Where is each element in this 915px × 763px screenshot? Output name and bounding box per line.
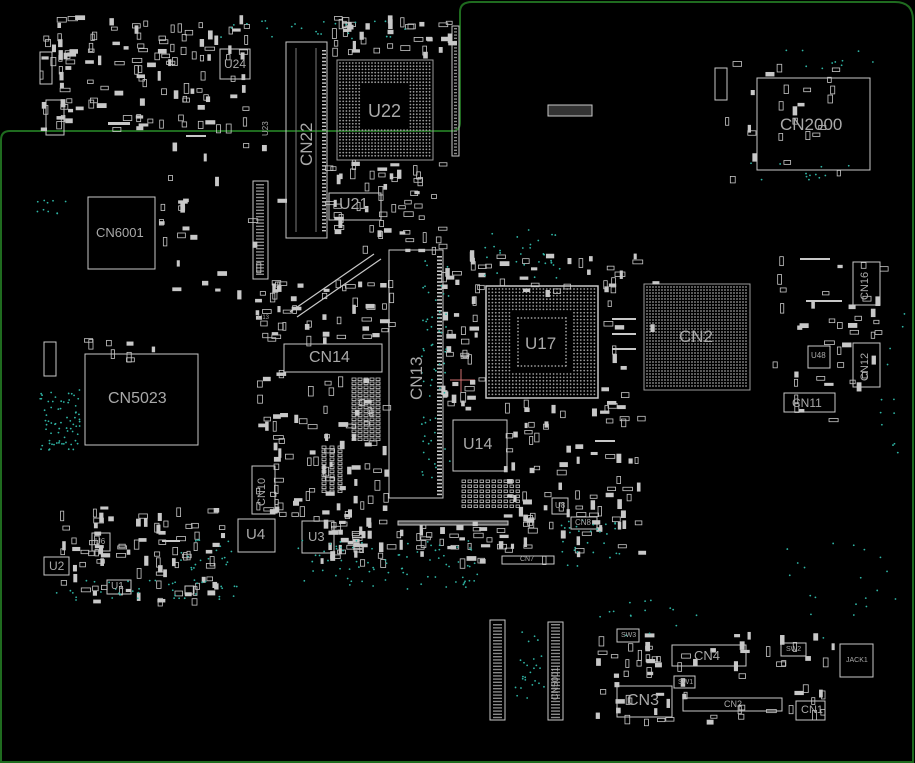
connector-cn4-outline bbox=[671, 644, 747, 667]
connector-cn5023-outline bbox=[84, 353, 199, 446]
label-u2: U2 bbox=[49, 559, 65, 573]
label-sw2: SW2 bbox=[786, 646, 802, 653]
label-u1: U1 bbox=[111, 581, 124, 592]
label-cn2000: CN2000 bbox=[780, 115, 843, 134]
switch-sw1-outline bbox=[673, 675, 696, 689]
label-u4: U4 bbox=[246, 526, 266, 543]
label-cn22: CN22 bbox=[297, 122, 316, 166]
chip-cn2-bga bbox=[643, 283, 751, 391]
label-cn2-bottom: CN2 bbox=[724, 699, 743, 709]
label-u3: U3 bbox=[308, 529, 325, 544]
label-sw1: SW1 bbox=[678, 679, 694, 686]
label-cn5001: CN5001 bbox=[550, 666, 560, 700]
label-cn14: CN14 bbox=[309, 349, 350, 366]
label-cn3: CN3 bbox=[627, 692, 660, 709]
label-u48: U48 bbox=[811, 351, 826, 360]
label-u23: U23 bbox=[261, 121, 270, 136]
connector-cn10-outline bbox=[251, 465, 276, 515]
label-cn2-right: CN2 bbox=[679, 327, 714, 346]
label-u8: U8 bbox=[555, 501, 566, 510]
chip-u21-outline bbox=[328, 192, 382, 221]
connector-cn7-outline bbox=[501, 555, 555, 565]
connector-left-small bbox=[43, 341, 57, 377]
label-cn8: CN8 bbox=[575, 518, 592, 527]
connector-top-right-small bbox=[714, 67, 728, 101]
connector-cn5001-outline bbox=[547, 621, 564, 721]
connector-left-top2 bbox=[45, 99, 65, 136]
chip-u8-outline bbox=[551, 497, 569, 515]
connector-cn6001-outline bbox=[87, 196, 156, 270]
label-sw3: SW3 bbox=[621, 632, 637, 639]
label-u13: U13 bbox=[258, 315, 270, 321]
label-cn7: CN7 bbox=[520, 556, 535, 563]
label-cn5023: CN5023 bbox=[108, 390, 167, 407]
label-u17: U17 bbox=[525, 334, 557, 353]
label-u14: U14 bbox=[463, 436, 493, 453]
label-cn1: CN1 bbox=[801, 704, 824, 716]
chip-u17-bga bbox=[485, 285, 599, 399]
connector-top-mid bbox=[547, 104, 593, 117]
chip-u14-outline bbox=[452, 419, 508, 472]
jack-outline bbox=[839, 643, 874, 678]
connector-cn11-outline bbox=[783, 392, 836, 413]
chip-u2-outline bbox=[43, 556, 70, 576]
label-cn16: CN16 bbox=[859, 271, 871, 300]
label-u6: U6 bbox=[95, 537, 106, 546]
chip-u4-outline bbox=[237, 518, 276, 553]
connector-cn13-outline bbox=[388, 249, 444, 499]
connector-cn19-outline bbox=[252, 180, 269, 280]
connector-cn12-outline bbox=[852, 342, 881, 388]
label-u21: U21 bbox=[339, 196, 369, 213]
connector-right-strip bbox=[451, 25, 460, 157]
label-cn10: CN10 bbox=[256, 477, 268, 506]
label-jack: JACK1 bbox=[846, 657, 868, 664]
label-cn6001: CN6001 bbox=[96, 225, 144, 240]
connector-bottom-left-outline bbox=[489, 619, 506, 721]
label-u24: U24 bbox=[224, 57, 247, 71]
chip-u22-bga bbox=[336, 59, 434, 161]
connector-cn16-outline bbox=[852, 261, 881, 306]
label-cn11: CN11 bbox=[792, 396, 822, 410]
switch-sw3-outline bbox=[616, 628, 640, 643]
connector-left-top bbox=[39, 51, 53, 85]
bus-long-bottom bbox=[397, 520, 509, 526]
label-cn13: CN13 bbox=[407, 356, 426, 400]
connector-cn2000-outline bbox=[756, 77, 871, 171]
connector-cn22-outline bbox=[285, 41, 328, 239]
label-cn4: CN4 bbox=[694, 648, 721, 663]
chip-u48-outline bbox=[807, 345, 831, 369]
label-cn12: CN12 bbox=[859, 352, 871, 381]
label-u22: U22 bbox=[368, 101, 402, 121]
connector-cn2-bottom-outline bbox=[682, 697, 783, 712]
connector-cn14-outline bbox=[283, 343, 383, 373]
